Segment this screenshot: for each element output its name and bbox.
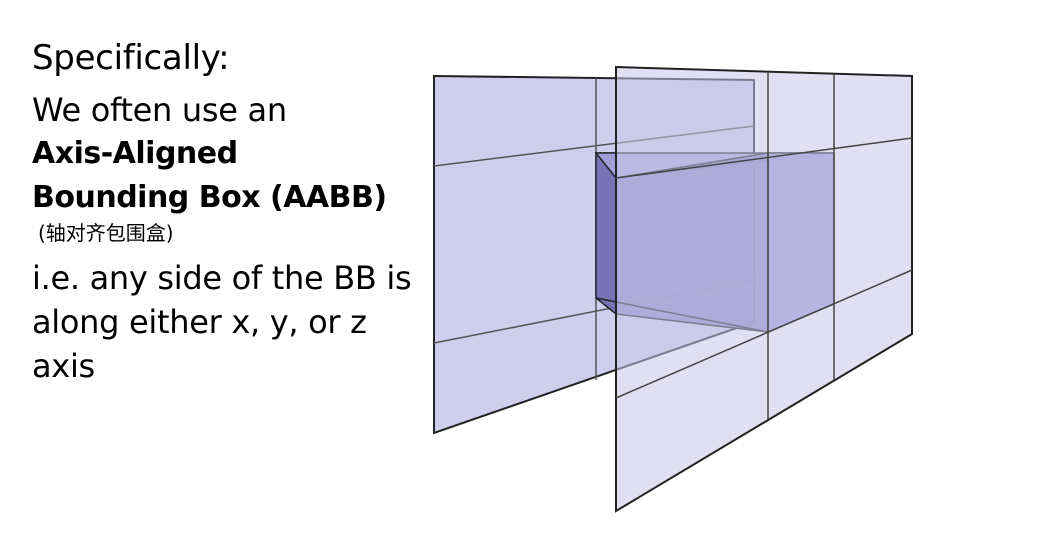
- right-plane-grid-h1: [615, 137, 913, 179]
- right-plane: [615, 65, 913, 513]
- text-column: Specifically: We often use an Axis-Align…: [32, 36, 422, 388]
- explanation-paragraph: i.e. any side of the BB is along either …: [32, 259, 412, 385]
- right-plane-face: [615, 65, 913, 513]
- term-line-1: Axis-Aligned: [32, 136, 238, 171]
- box-left-face: [595, 152, 617, 316]
- intro-line: We often use an: [32, 91, 287, 129]
- slide-heading: Specifically:: [32, 38, 230, 78]
- term-line-2: Bounding Box (AABB): [32, 180, 387, 215]
- chinese-note: (轴对齐包围盒): [38, 221, 174, 245]
- intro-paragraph: We often use an Axis-Aligned Bounding Bo…: [32, 88, 422, 220]
- right-plane-grid-h2: [615, 269, 913, 399]
